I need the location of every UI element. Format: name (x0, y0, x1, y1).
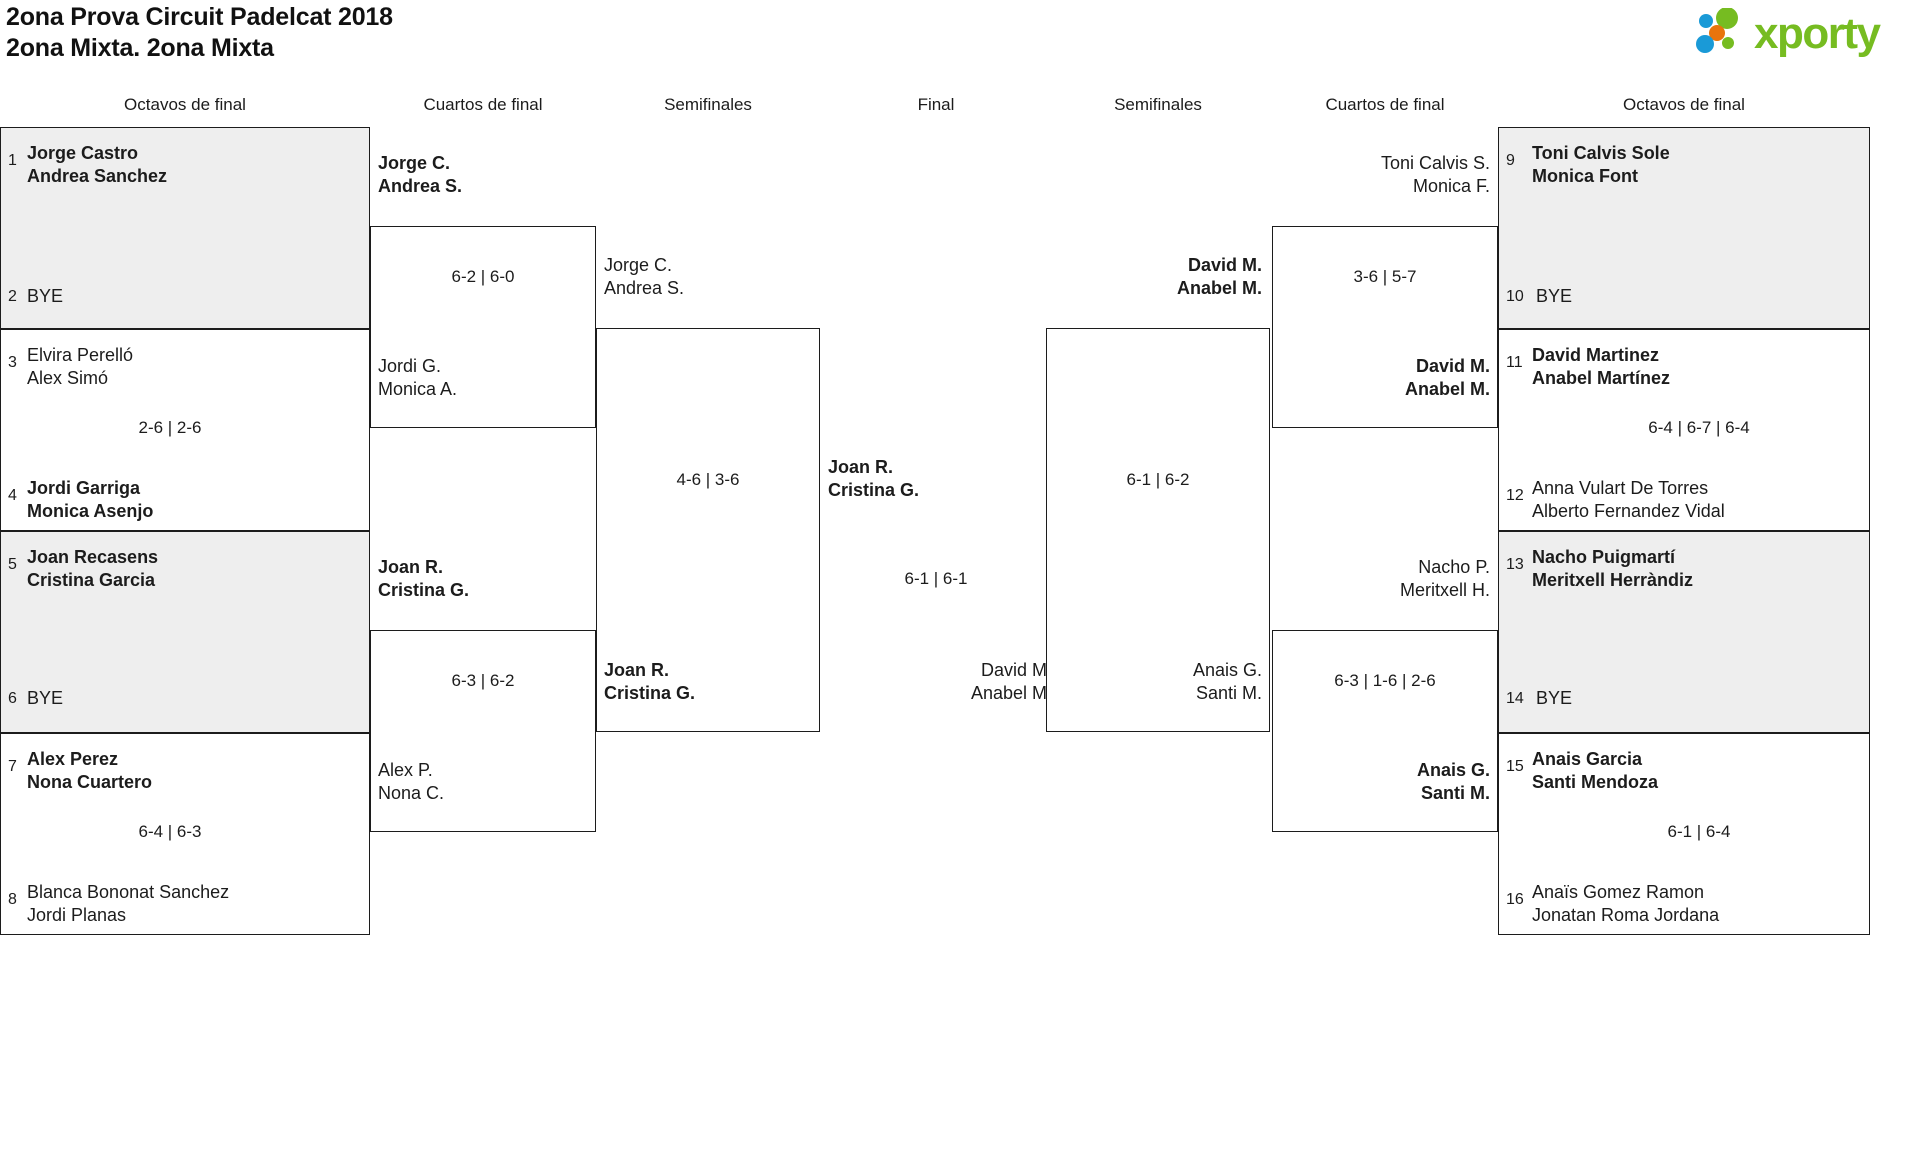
match-score-final: 6-1 | 6-1 (904, 569, 968, 588)
match-score: 4-6 | 3-6 (676, 470, 740, 489)
player-names-bottom: BYE (27, 688, 64, 708)
player-names-top: Joan Recasens Cristina Garcia (27, 547, 159, 590)
round-header-left-r16: Octavos de final (124, 95, 246, 114)
round-header-right-qf: Cuartos de final (1325, 95, 1445, 114)
seed-number: 4 (8, 487, 17, 504)
player-names-top: Jorge C. Andrea S. (378, 153, 463, 196)
round-header-final: Final (917, 95, 955, 114)
seed-number: 12 (1506, 487, 1524, 504)
match-box-left-sf-1[interactable] (596, 328, 820, 732)
match-score: 6-4 | 6-7 | 6-4 (1648, 418, 1750, 437)
seed-number: 8 (8, 891, 17, 908)
match-score: 6-3 | 1-6 | 2-6 (1334, 671, 1436, 690)
match-box-left-r16-3[interactable] (0, 531, 370, 733)
player-names-bottom: BYE (27, 286, 64, 306)
seed-number: 16 (1506, 891, 1524, 908)
player-names-top: Nacho Puigmartí Meritxell Herràndiz (1532, 547, 1694, 590)
seed-number: 5 (8, 556, 17, 573)
player-names-final-bottom: David M. Anabel M. (970, 660, 1052, 703)
match-box-right-r16-1[interactable] (1498, 127, 1870, 329)
round-header-left-qf: Cuartos de final (423, 95, 543, 114)
player-names-bottom: Anaïs Gomez Ramon Jonatan Roma Jordana (1532, 882, 1720, 925)
title-block: 2ona Prova Circuit Padelcat 2018 2ona Mi… (6, 2, 393, 64)
match-score: 6-1 | 6-2 (1126, 470, 1190, 489)
match-score: 6-4 | 6-3 (138, 822, 202, 841)
player-names-bottom: BYE (1536, 688, 1573, 708)
match-box-right-qf-1[interactable] (1272, 226, 1498, 428)
tournament-title: 2ona Prova Circuit Padelcat 2018 (6, 3, 393, 31)
seed-number: 7 (8, 758, 17, 775)
player-names-top: Jorge C. Andrea S. (604, 255, 685, 298)
player-names-top: David Martinez Anabel Martínez (1532, 345, 1671, 388)
match-score: 2-6 | 2-6 (138, 418, 202, 437)
seed-number: 15 (1506, 758, 1524, 775)
seed-number: 3 (8, 354, 17, 371)
player-names-top: Toni Calvis S. Monica F. (1380, 153, 1490, 196)
player-names-bottom: David M. Anabel M. (1404, 356, 1490, 399)
round-header-right-r16: Octavos de final (1623, 95, 1745, 114)
xporty-wordmark: xporty (1754, 9, 1881, 58)
match-box-left-r16-4[interactable] (0, 733, 370, 935)
match-box-right-r16-3[interactable] (1498, 531, 1870, 733)
round-header-right-sf: Semifinales (1114, 95, 1202, 114)
match-score: 6-2 | 6-0 (451, 267, 515, 286)
player-names-bottom: Anna Vulart De Torres Alberto Fernandez … (1532, 478, 1725, 521)
seed-number: 14 (1506, 690, 1524, 707)
player-names-bottom: Jordi G. Monica A. (378, 356, 458, 399)
round-header-left-sf: Semifinales (664, 95, 752, 114)
player-names-top: Toni Calvis Sole Monica Font (1532, 143, 1670, 186)
seed-number: 1 (8, 152, 17, 169)
match-box-left-r16-1[interactable] (0, 127, 370, 329)
player-names-top: Elvira Perelló Alex Simó (27, 345, 134, 388)
match-box-left-qf-1[interactable] (370, 226, 596, 428)
player-names-top: Anais Garcia Santi Mendoza (1532, 749, 1659, 792)
match-score: 3-6 | 5-7 (1353, 267, 1417, 286)
seed-number: 6 (8, 690, 17, 707)
match-box-right-r16-2[interactable] (1498, 329, 1870, 531)
seed-number: 2 (8, 288, 17, 305)
player-names-top: Alex Perez Nona Cuartero (27, 749, 153, 792)
player-names-top: Jorge Castro Andrea Sanchez (27, 143, 168, 186)
seed-number: 11 (1506, 354, 1523, 371)
match-box-right-r16-4[interactable] (1498, 733, 1870, 935)
player-names-bottom: Anais G. Santi M. (1416, 760, 1490, 803)
tournament-subtitle: 2ona Mixta. 2ona Mixta (6, 34, 274, 62)
player-names-top: Joan R. Cristina G. (378, 557, 470, 600)
player-names-final-top: Joan R. Cristina G. (828, 457, 920, 500)
player-names-bottom: Joan R. Cristina G. (604, 660, 696, 703)
player-names-top: David M. Anabel M. (1176, 255, 1262, 298)
seed-number: 10 (1506, 288, 1524, 305)
player-names-bottom: Jordi Garriga Monica Asenjo (27, 478, 154, 521)
match-score: 6-1 | 6-4 (1667, 822, 1731, 841)
player-names-bottom: BYE (1536, 286, 1573, 306)
seed-number: 13 (1506, 556, 1524, 573)
player-names-bottom: Blanca Bononat Sanchez Jordi Planas (27, 882, 230, 925)
match-box-left-qf-2[interactable] (370, 630, 596, 832)
xporty-dots-icon (1696, 7, 1738, 53)
player-names-bottom: Anais G. Santi M. (1192, 660, 1262, 703)
seed-number: 9 (1506, 152, 1515, 169)
match-box-left-r16-2[interactable] (0, 329, 370, 531)
match-score: 6-3 | 6-2 (451, 671, 515, 690)
player-names-top: Nacho P. Meritxell H. (1399, 557, 1490, 600)
page-header: 2ona Prova Circuit Padelcat 2018 2ona Mi… (0, 0, 1920, 92)
player-names-bottom: Alex P. Nona C. (378, 760, 445, 803)
match-box-right-qf-2[interactable] (1272, 630, 1498, 832)
match-box-right-sf-1[interactable] (1046, 328, 1270, 732)
xporty-logo[interactable]: xporty (1694, 7, 1906, 60)
